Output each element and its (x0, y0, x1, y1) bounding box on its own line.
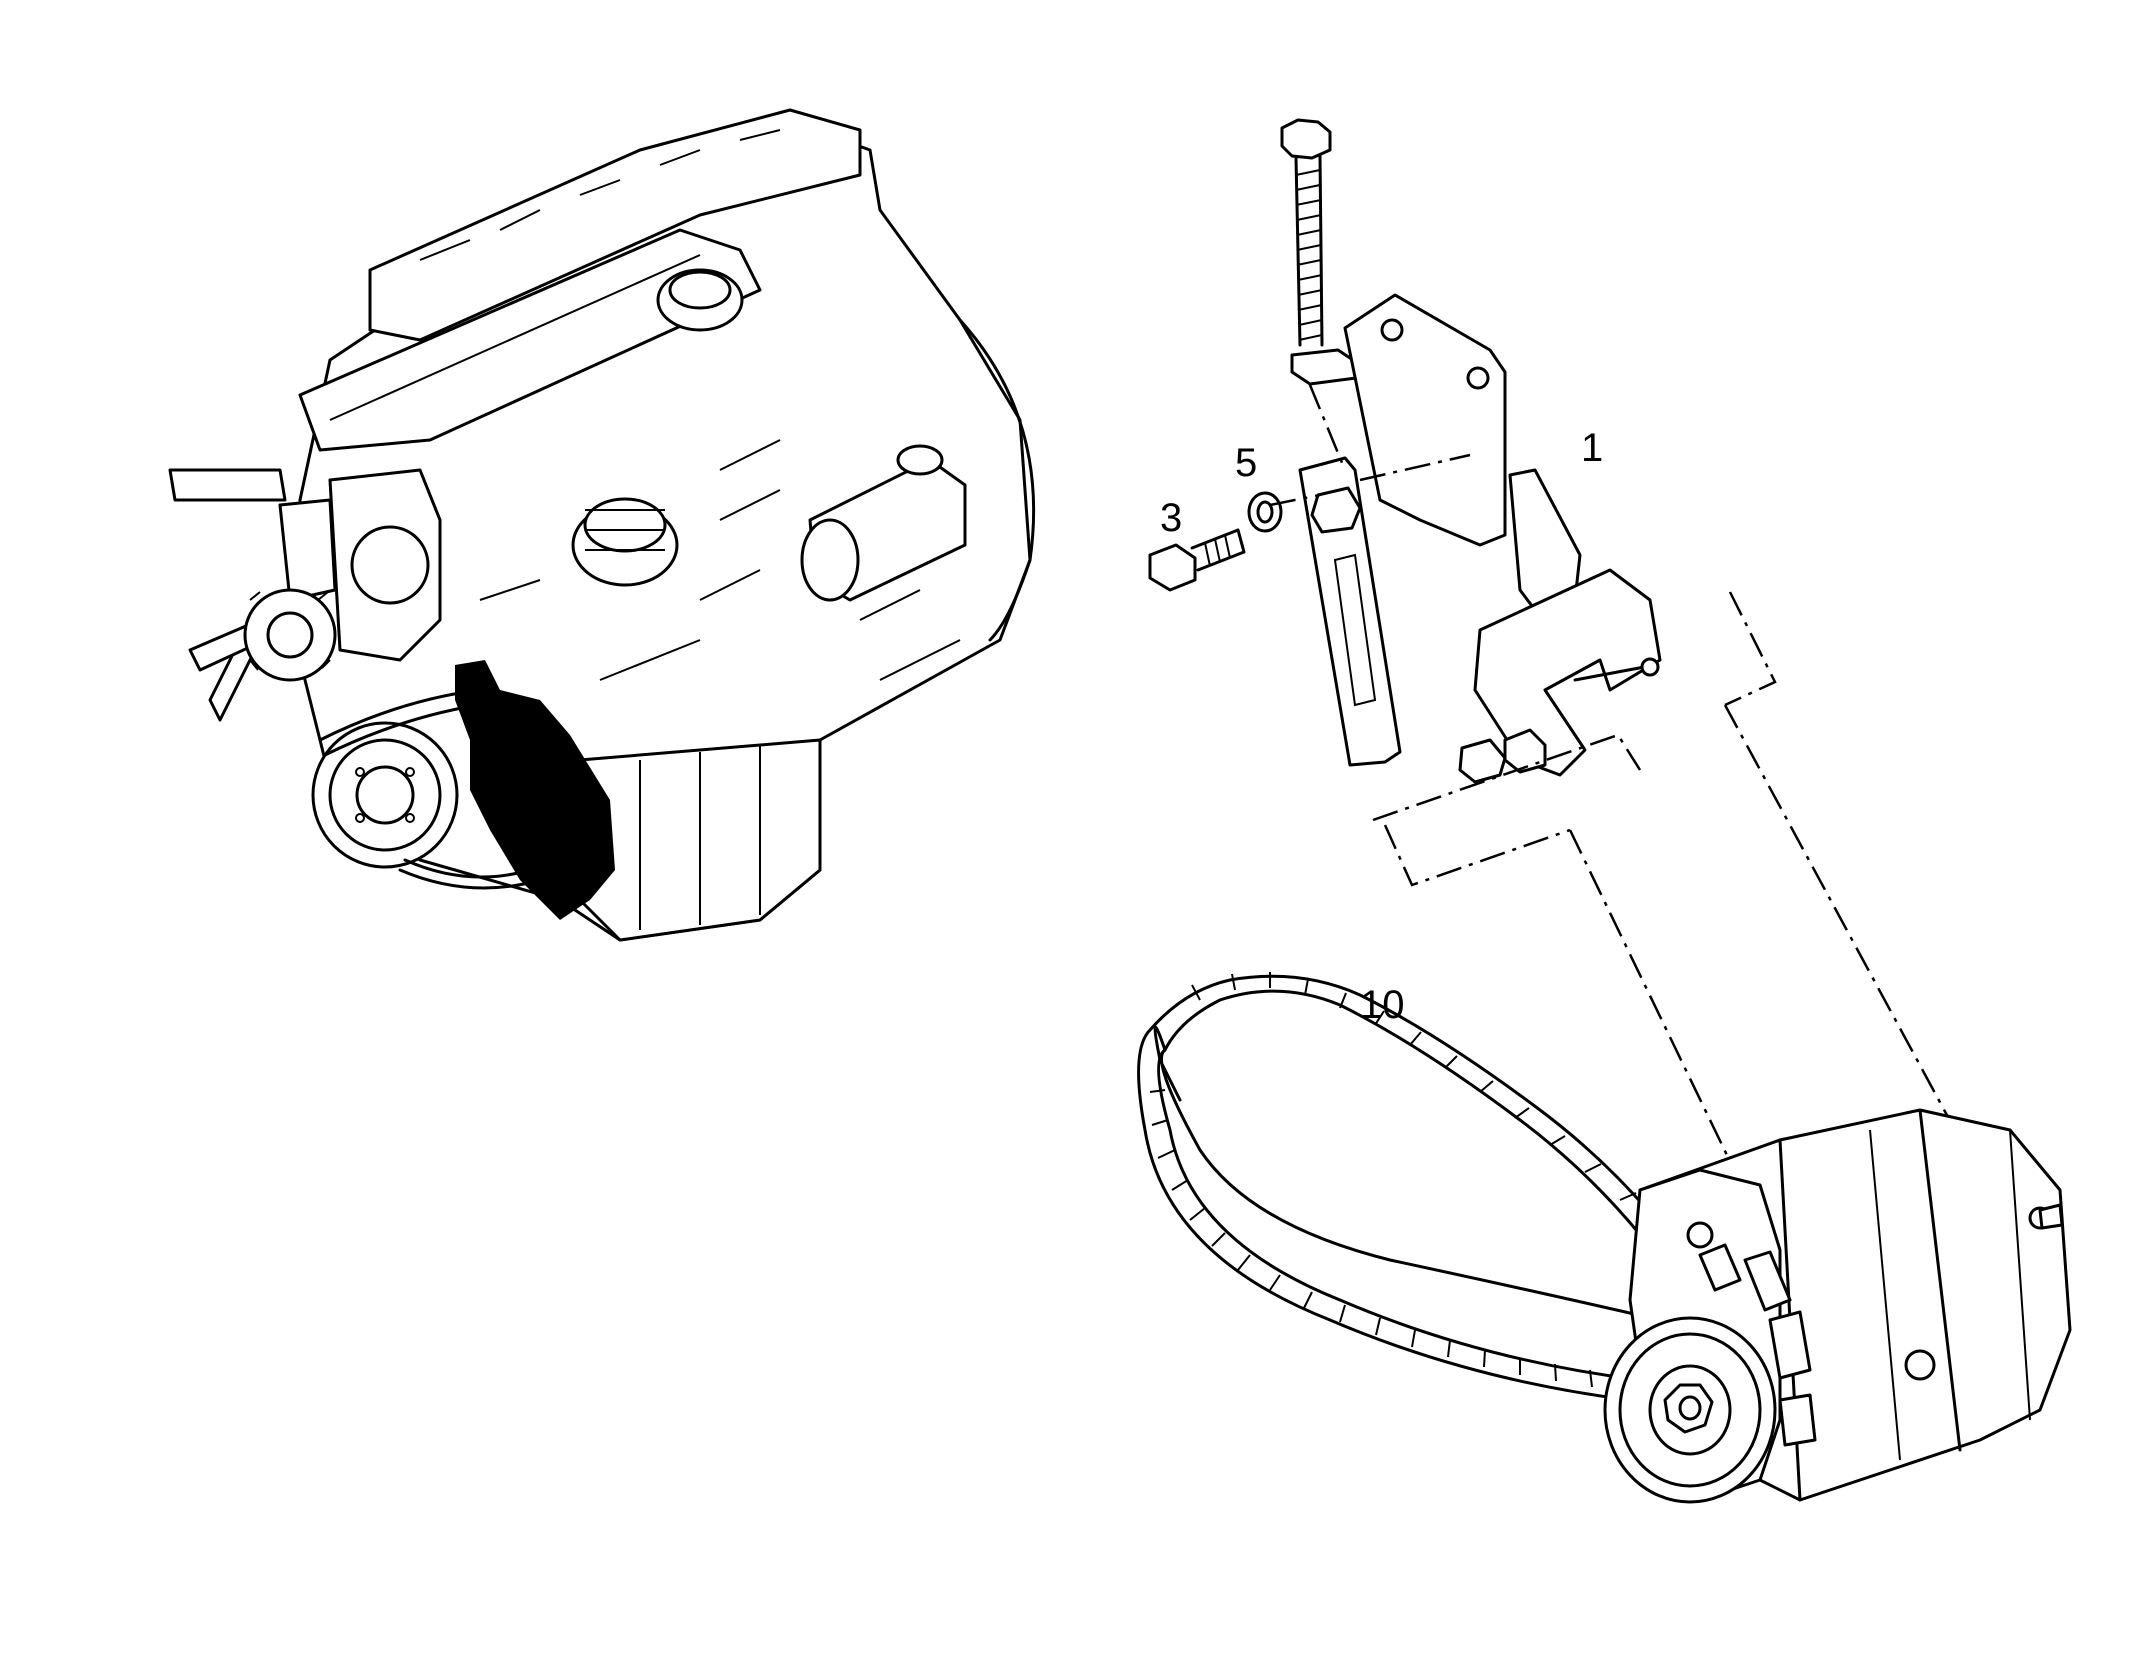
engine-illustration (168, 108, 1036, 942)
callout-bolt: 3 (1160, 496, 1183, 540)
callout-belt: 10 (1360, 983, 1405, 1027)
tensioner-screw (1280, 118, 1358, 386)
adjusting-strap (1298, 456, 1402, 767)
alternator (1603, 1108, 2072, 1504)
washer-part (1247, 491, 1283, 533)
callout-washer: 5 (1235, 441, 1258, 485)
mounting-bracket (1343, 293, 1662, 784)
callout-bracket: 1 (1581, 426, 1604, 470)
bolt-part (1148, 528, 1246, 592)
v-belt (1137, 972, 1682, 1402)
